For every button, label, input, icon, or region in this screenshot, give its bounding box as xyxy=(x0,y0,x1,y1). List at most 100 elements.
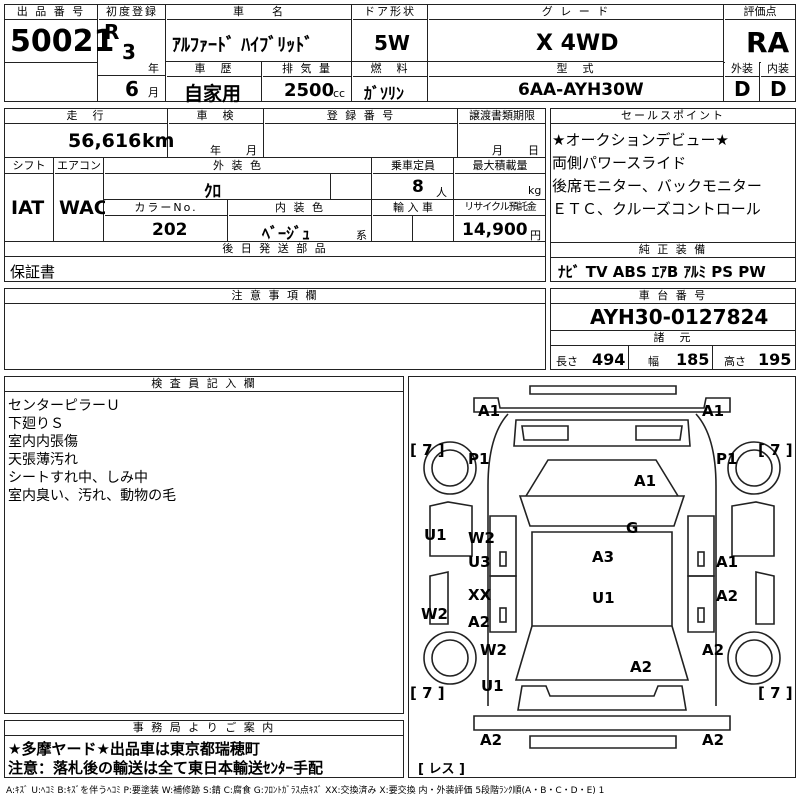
chassis-number: AYH30-0127824 xyxy=(590,305,769,329)
ac-label: エアコン xyxy=(55,159,103,174)
reg-divider xyxy=(98,75,166,76)
month-unit: 月 xyxy=(148,86,159,99)
transfer-cell xyxy=(458,108,546,158)
capacity-cell xyxy=(372,158,454,200)
inspector-note-4: 天張薄汚れ xyxy=(8,452,78,468)
later-label: 後 日 発 送 部 品 xyxy=(5,242,545,257)
recycle: 14,900 xyxy=(462,220,528,240)
reg-month: 6 xyxy=(125,77,139,101)
ext-cell xyxy=(724,62,760,102)
inspector-note-5: シートすれ中、しみ中 xyxy=(8,470,148,486)
inspection-label: 車 検 xyxy=(169,109,263,124)
lot-cell xyxy=(4,4,98,102)
int-color: ﾍﾞｰｼﾞｭ xyxy=(262,224,311,243)
plate-cell xyxy=(264,108,458,158)
load-cell xyxy=(454,158,546,200)
bracket-bottom-right: [ 7 ] xyxy=(758,684,793,702)
sales-line-3: 後席モニター、バックモニター xyxy=(552,177,762,195)
mark-rear-fender-left-2: U1 xyxy=(481,677,504,695)
mark-hood: A1 xyxy=(634,472,657,490)
spec-split-1 xyxy=(628,345,629,370)
shift-cell xyxy=(4,158,54,242)
transfer-label: 譲渡書類期限 xyxy=(459,109,545,124)
int-score: D xyxy=(770,77,787,101)
car-name: ｱﾙﾌｧｰﾄﾞ ﾊｲﾌﾞﾘｯﾄﾞ xyxy=(172,35,314,56)
diagram-box xyxy=(408,376,796,778)
mileage-cell xyxy=(4,108,168,158)
grade: X 4WD xyxy=(536,31,619,56)
mark-roof-rear: U1 xyxy=(592,589,615,607)
length: 494 xyxy=(592,350,626,369)
height: 195 xyxy=(758,350,792,369)
spec-label: 諸 元 xyxy=(551,330,795,346)
spec-split-2 xyxy=(712,345,713,370)
capacity: 8 xyxy=(412,177,424,197)
overall-score: RA xyxy=(746,26,790,59)
import-split xyxy=(412,215,413,242)
sales-box xyxy=(550,108,796,282)
office-line-1: ★多摩ヤード★出品車は東京都瑞穂町 xyxy=(8,740,260,758)
displacement-cell xyxy=(262,62,352,102)
inspector-note-2: 下廻りＳ xyxy=(8,416,64,432)
ac: WAC xyxy=(59,197,108,219)
model: 6AA-AYH30W xyxy=(518,80,644,100)
mark-front-door-left-2: U3 xyxy=(468,553,491,571)
year-unit: 年 xyxy=(148,62,159,75)
inspector-note-1: センターピラーＵ xyxy=(8,398,120,414)
mark-front-right: A1 xyxy=(702,402,725,420)
mileage: 56,616 xyxy=(68,130,142,152)
inspector-note-6: 室内臭い、汚れ、動物の毛 xyxy=(8,488,177,504)
width: 185 xyxy=(676,350,710,369)
inspector-note-3: 室内内張傷 xyxy=(8,434,78,450)
plate-label: 登 録 番 号 xyxy=(265,109,457,124)
import-label: 輸 入 車 xyxy=(373,201,453,216)
bracket-res: [ レス ] xyxy=(418,762,465,777)
mark-rear-bumper-right: A2 xyxy=(702,731,725,749)
displacement-label: 排 気 量 xyxy=(263,62,351,77)
caution-box xyxy=(4,288,546,370)
name-cell xyxy=(166,4,352,62)
color-label: 外 装 色 xyxy=(105,159,371,174)
legend: A:ｷｽﾞ U:ﾍｺﾐ B:ｷｽﾞを伴うﾍｺﾐ P:要塗装 W:補修跡 S:錆 … xyxy=(6,786,605,796)
shift: IAT xyxy=(11,197,45,219)
history: 自家用 xyxy=(184,83,242,105)
reg-year: 3 xyxy=(122,40,136,64)
mark-left-side-1: U1 xyxy=(424,526,447,544)
colorno-cell xyxy=(104,200,228,242)
office-label: 事 務 局 よ り ご 案 内 xyxy=(5,721,403,736)
lot-number: 50021 xyxy=(10,24,115,59)
fuel: ｶﾞｿﾘﾝ xyxy=(364,84,405,103)
recycle-cell xyxy=(454,200,546,242)
height-label: 高さ xyxy=(724,355,746,368)
caution-label: 注 意 事 項 欄 xyxy=(5,289,545,304)
equipment-label: 純 正 装 備 xyxy=(551,242,795,258)
mark-rear-fender-left: W2 xyxy=(480,641,507,659)
later-parts: 保証書 xyxy=(10,263,56,281)
shift-label: シフト xyxy=(5,159,53,174)
mark-roof: A3 xyxy=(592,548,615,566)
model-cell xyxy=(428,62,724,102)
import-cell xyxy=(372,200,454,242)
chassis-box xyxy=(550,288,796,370)
car-diagram xyxy=(423,385,781,749)
mark-rear-door-left: XX xyxy=(468,586,492,604)
ac-cell xyxy=(54,158,104,242)
mark-windshield: G xyxy=(626,519,639,537)
history-cell xyxy=(166,62,262,102)
int-label: 内装 xyxy=(761,62,795,77)
mark-rear-door-right: A2 xyxy=(716,587,739,605)
model-label: 型 式 xyxy=(429,62,723,77)
int-color-cell xyxy=(228,200,372,242)
mark-front-door-right: A1 xyxy=(716,553,739,571)
mark-fender-left: P1 xyxy=(468,450,490,468)
width-label: 幅 xyxy=(648,355,659,368)
history-label: 車 歴 xyxy=(167,62,261,77)
inspector-label: 検 査 員 記 入 欄 xyxy=(5,377,403,392)
mark-rear-fender-right: A2 xyxy=(702,641,725,659)
first-reg-cell xyxy=(98,4,166,102)
score-divider xyxy=(724,62,796,63)
equipment-items: ﾅﾋﾞ TV ABS ｴｱB ｱﾙﾐ PS PW xyxy=(558,263,766,281)
lot-label: 出 品 番 号 xyxy=(5,5,97,20)
grade-cell xyxy=(428,4,724,62)
fuel-label: 燃 料 xyxy=(353,62,427,77)
